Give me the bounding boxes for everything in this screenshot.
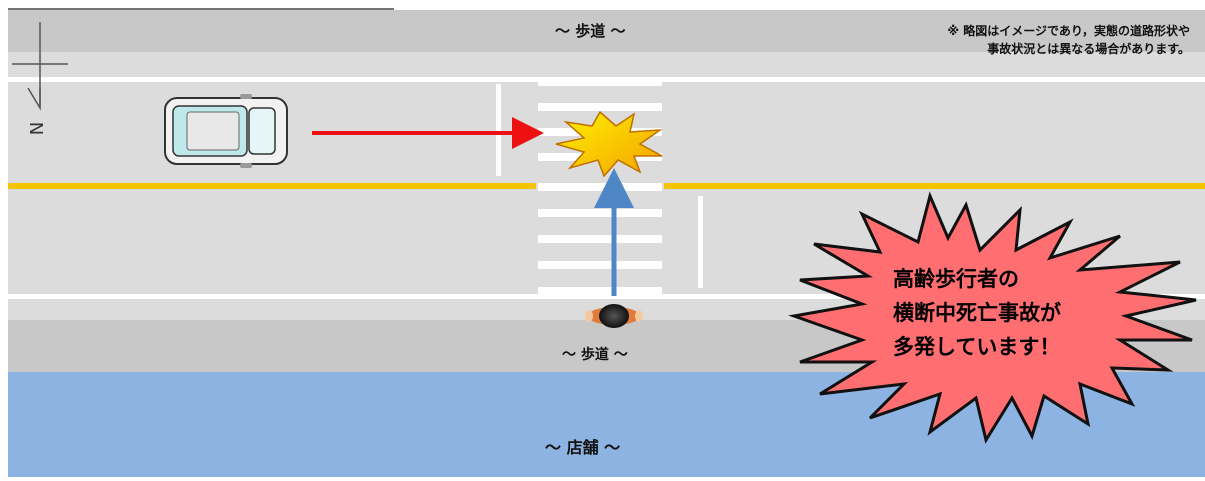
warning-line-2: 横断中死亡事故が [893, 301, 1061, 325]
warning-line-3: 多発しています！ [893, 335, 1061, 359]
disclaimer-line-1: ※ 略図はイメージであり，実態の道路形状や [947, 24, 1190, 38]
warning-line-1: 高齢歩行者の [893, 267, 1019, 291]
car-icon [164, 94, 288, 168]
shops-label: ～ 店舗 ～ [545, 438, 621, 457]
pedestrian-icon [585, 304, 643, 328]
north-label: N [25, 121, 47, 136]
disclaimer-line-2: 事故状況とは異なる場合があります。 [987, 42, 1190, 56]
disclaimer-note: ※ 略図はイメージであり，実態の道路形状や 事故状況とは異なる場合があります。 [870, 22, 1190, 58]
north-arrow-icon [12, 22, 68, 111]
stop-line-left [496, 84, 501, 176]
top-edge-line [8, 8, 394, 10]
sidewalk-top-area [8, 10, 1205, 52]
sidewalk-bottom-label: ～ 歩道 ～ [562, 347, 628, 363]
warning-text: 高齢歩行者の 横断中死亡事故が 多発しています！ [893, 262, 1061, 364]
stop-line-right [698, 196, 703, 288]
crosswalk [538, 78, 662, 295]
impact-icon [555, 110, 663, 178]
warning-burst [788, 191, 1197, 444]
sidewalk-top-label: ～ 歩道 ～ [555, 22, 626, 40]
lane-edge-bottom [8, 294, 1205, 299]
